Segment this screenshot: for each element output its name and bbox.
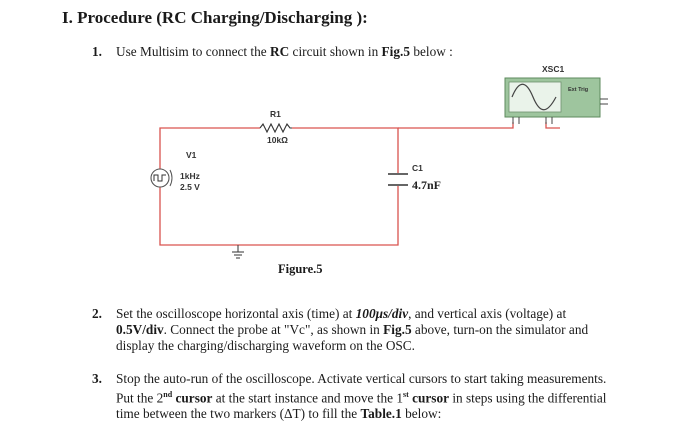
section-heading: I. Procedure (RC Charging/Discharging ):: [62, 8, 368, 27]
scope-trigger-label: Ext Trig: [568, 87, 588, 93]
step-text: Use Multisim to connect the RC circuit s…: [116, 44, 453, 59]
step-number: 2.: [92, 306, 102, 321]
resistor-symbol: [259, 122, 292, 134]
sine-wave-icon: [511, 83, 557, 111]
source-frequency: 1kHz: [180, 171, 200, 181]
scope-name: XSC1: [542, 64, 564, 74]
ground-icon: [232, 245, 244, 259]
step-text: Stop the auto-run of the oscilloscope. A…: [116, 371, 607, 422]
square-wave-icon: [153, 174, 166, 182]
step-number: 1.: [92, 44, 102, 59]
capacitor-name: C1: [412, 163, 423, 173]
step-3: 3. Stop the auto-run of the oscilloscope…: [92, 371, 636, 423]
step-number: 3.: [92, 371, 102, 386]
oscilloscope-screen: [508, 81, 562, 113]
capacitor-symbol: [388, 173, 408, 186]
step-2: 2. Set the oscilloscope horizontal axis …: [92, 306, 636, 358]
scope-terminals: [512, 98, 608, 124]
circuit-wires: [159, 122, 560, 246]
ac-source-symbol: [150, 168, 170, 188]
step-text: Set the oscilloscope horizontal axis (ti…: [116, 306, 589, 353]
resistor-value: 10kΩ: [267, 135, 288, 145]
resistor-name: R1: [270, 109, 281, 119]
source-name: V1: [186, 150, 197, 160]
figure-caption: Figure.5: [278, 262, 323, 276]
source-amplitude: 2.5 V: [180, 182, 200, 192]
capacitor-value: 4.7nF: [412, 178, 441, 192]
